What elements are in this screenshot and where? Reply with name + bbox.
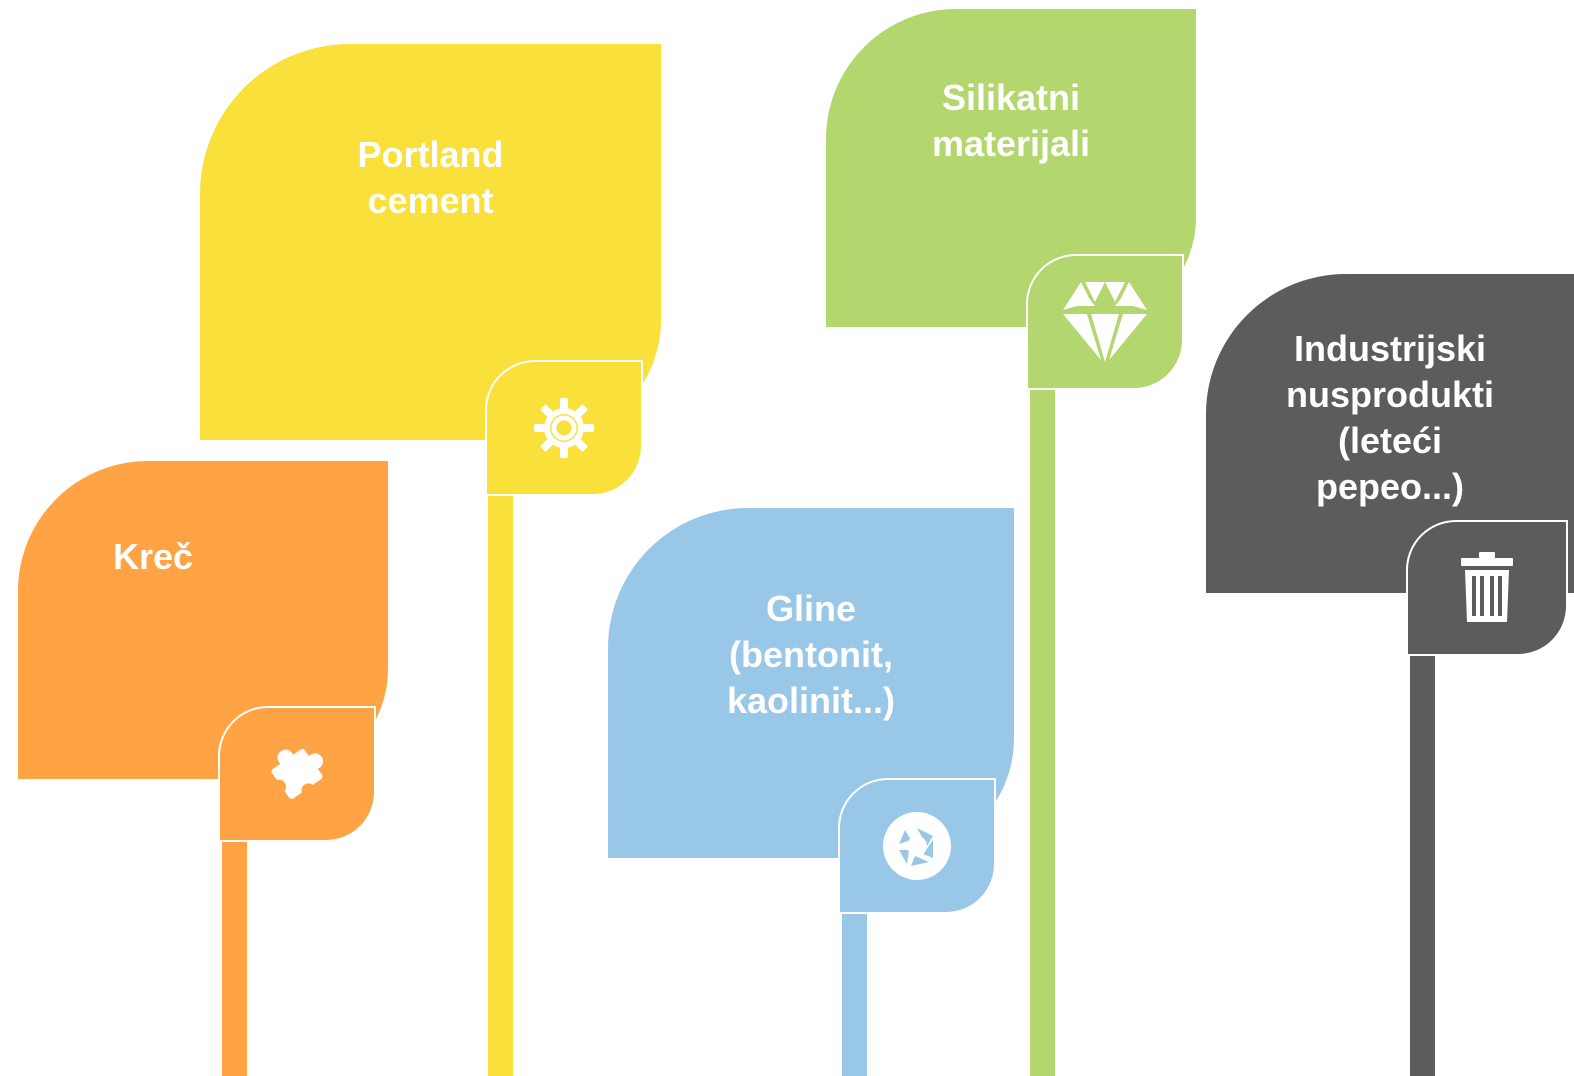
stem-silikatni (1030, 390, 1055, 1076)
stem-portland (488, 495, 513, 1076)
tab-gline (838, 778, 996, 914)
aperture-icon (881, 810, 953, 882)
diamond-icon (1061, 280, 1149, 364)
card-label: Kreč (112, 536, 194, 577)
tab-silikatni-materijali (1026, 254, 1184, 390)
trash-icon (1459, 552, 1515, 624)
tab-industrijski-nusprodukti (1406, 520, 1568, 656)
stem-industrijski (1410, 654, 1435, 1076)
tab-krec (218, 706, 376, 842)
tab-portland-cement (485, 360, 643, 496)
stem-gline (842, 912, 867, 1076)
puzzle-icon (265, 742, 329, 806)
gear-icon (532, 396, 596, 460)
card-label: Portland cement (357, 134, 504, 221)
stem-krec (222, 840, 247, 1076)
card-portland-cement: Portland cement (200, 44, 661, 440)
card-label: Silikatni materijali (931, 77, 1091, 164)
card-label: Gline (bentonit, kaolinit...) (726, 588, 895, 721)
card-label: Industrijski nusprodukti (leteći pepeo..… (1286, 328, 1494, 507)
